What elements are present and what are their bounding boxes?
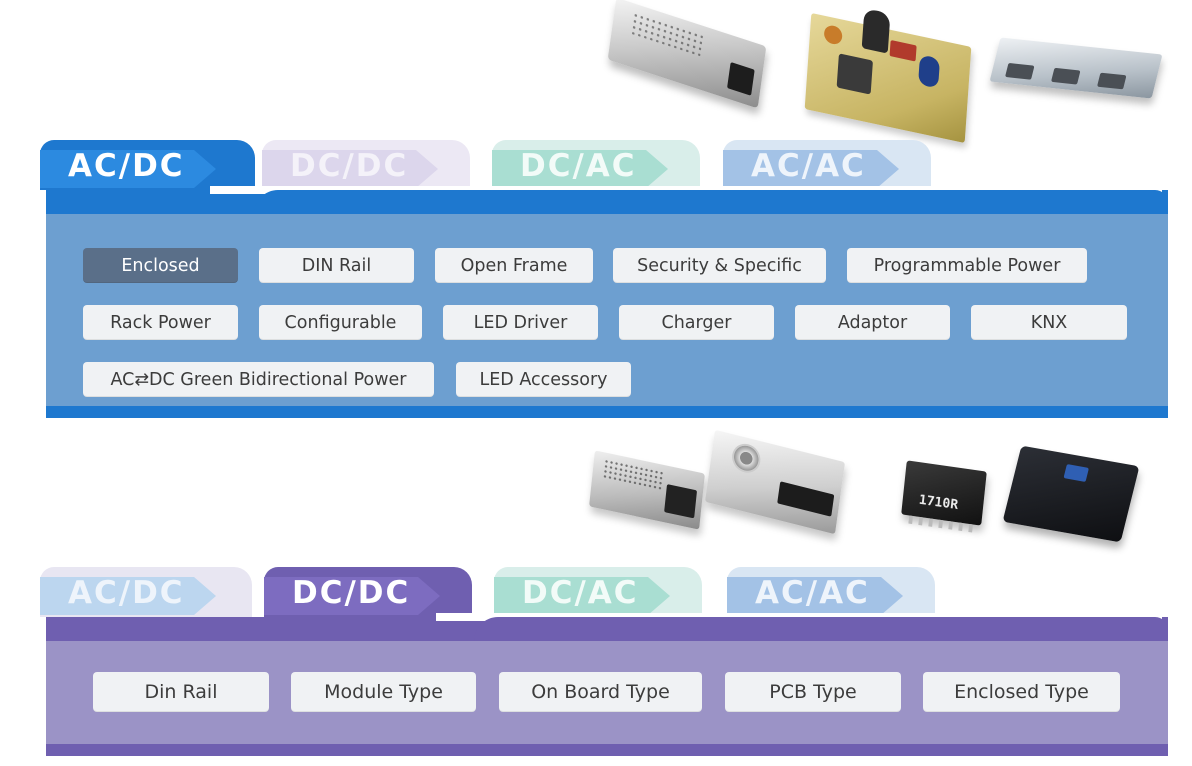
category-button-knx[interactable]: KNX — [971, 305, 1127, 340]
tab-dcdc[interactable]: DC/DC — [264, 567, 472, 617]
square-module-image — [1002, 445, 1140, 543]
tab-chevron — [40, 577, 216, 615]
tab-dcac[interactable]: DC/AC — [492, 140, 700, 190]
category-button-open-frame[interactable]: Open Frame — [435, 248, 593, 283]
category-button-enclosed-type[interactable]: Enclosed Type — [923, 672, 1120, 712]
terminal-block — [727, 61, 755, 96]
fan-icon — [730, 440, 763, 476]
tab-label: AC/DC — [68, 148, 185, 184]
slim-enclosed-psu-image — [607, 0, 767, 109]
tab-chevron — [494, 577, 670, 615]
tab-acac[interactable]: AC/AC — [723, 140, 931, 190]
category-button-led-accessory[interactable]: LED Accessory — [456, 362, 631, 397]
brand-logo — [1063, 464, 1089, 482]
category-button-security-specific[interactable]: Security & Specific — [613, 248, 826, 283]
transformer — [836, 53, 873, 95]
pins — [908, 515, 974, 533]
category-button-din-rail[interactable]: Din Rail — [93, 672, 269, 712]
category-button-enclosed[interactable]: Enclosed — [83, 248, 238, 283]
tab-label: AC/AC — [751, 148, 866, 184]
category-button-pcb-type[interactable]: PCB Type — [725, 672, 901, 712]
capacitor — [861, 8, 891, 54]
category-button-configurable[interactable]: Configurable — [259, 305, 422, 340]
tab-chevron — [262, 150, 438, 188]
category-button-adaptor[interactable]: Adaptor — [795, 305, 950, 340]
tab-acdc[interactable]: AC/DC — [40, 567, 252, 617]
tab-acdc[interactable]: AC/DC — [40, 140, 255, 190]
tab-label: AC/DC — [68, 575, 185, 611]
category-button-on-board-type[interactable]: On Board Type — [499, 672, 702, 712]
tab-dcdc[interactable]: DC/DC — [262, 140, 470, 190]
terminal-block — [664, 484, 698, 519]
tab-dcac[interactable]: DC/AC — [494, 567, 702, 617]
tab-chevron — [40, 150, 216, 188]
tab-label: DC/DC — [290, 148, 409, 184]
rack-power-supply-image — [989, 37, 1163, 99]
panel-footer-band — [46, 406, 1168, 418]
tab-label: DC/AC — [522, 575, 639, 611]
component — [889, 40, 917, 62]
open-frame-pcb-image — [804, 8, 972, 144]
tab-chevron — [264, 577, 440, 615]
category-button-led-driver[interactable]: LED Driver — [443, 305, 598, 340]
tab-label: DC/AC — [520, 148, 637, 184]
chip-marking: 1710R — [918, 492, 959, 514]
tab-label: DC/DC — [292, 575, 411, 611]
tab-chevron — [492, 150, 668, 188]
tab-chevron — [727, 577, 903, 615]
terminal-block — [777, 481, 835, 517]
category-button-bidirectional-power[interactable]: AC⇄DC Green Bidirectional Power — [83, 362, 434, 397]
category-button-charger[interactable]: Charger — [619, 305, 774, 340]
capacitor — [918, 54, 941, 89]
band-curve — [254, 190, 1168, 214]
tab-chevron — [723, 150, 899, 188]
inductor-coil — [823, 23, 843, 46]
tab-acac[interactable]: AC/AC — [727, 567, 935, 617]
vent-mesh — [630, 11, 704, 57]
category-button-module-type[interactable]: Module Type — [291, 672, 476, 712]
band-curve — [474, 617, 1168, 641]
category-button-programmable-power[interactable]: Programmable Power — [847, 248, 1087, 283]
panel-footer-band — [46, 744, 1168, 756]
category-button-rack-power[interactable]: Rack Power — [83, 305, 238, 340]
small-enclosed-psu-image — [589, 450, 705, 530]
tab-label: AC/AC — [755, 575, 870, 611]
large-enclosed-psu-image — [704, 429, 846, 535]
dip-module-image: 1710R — [901, 460, 987, 533]
fan-grille — [1005, 62, 1035, 80]
category-button-din-rail[interactable]: DIN Rail — [259, 248, 414, 283]
fan-grille — [1051, 67, 1081, 85]
fan-grille — [1097, 72, 1127, 90]
vent-mesh — [602, 458, 665, 492]
